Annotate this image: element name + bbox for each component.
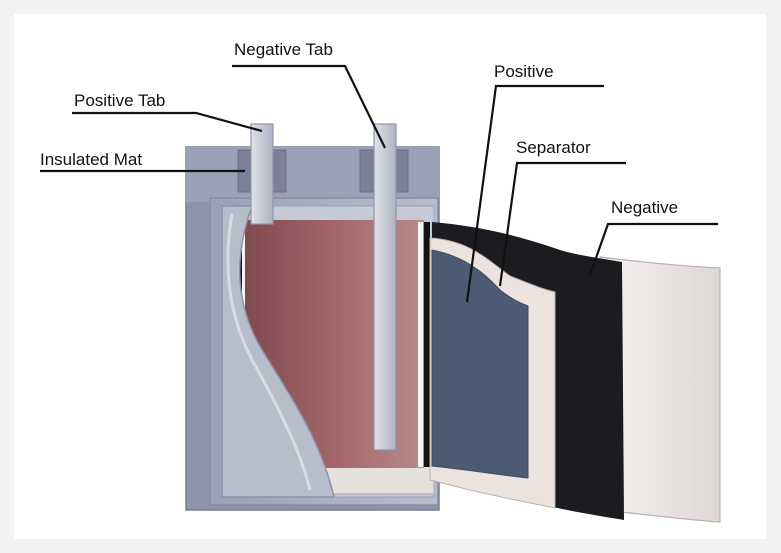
cutaway-panel: [221, 205, 335, 498]
leader-positive-tab: [72, 111, 263, 133]
cutaway-panel-highlight: [226, 213, 312, 491]
label-negative-tab: Negative Tab: [234, 40, 333, 59]
tabs: [250, 123, 397, 451]
labels: Negative Tab Positive Tab Insulated Mat …: [40, 40, 678, 217]
label-separator: Separator: [516, 138, 591, 157]
leader-negative: [588, 222, 718, 276]
positive-sheet: [431, 249, 529, 479]
leader-positive: [465, 84, 604, 303]
core-edge-black-right: [424, 222, 430, 467]
label-positive: Positive: [494, 62, 554, 81]
label-negative: Negative: [611, 198, 678, 217]
outer-sheet: [599, 256, 721, 523]
leader-lines: [40, 64, 718, 303]
leader-separator: [498, 161, 626, 287]
negative-tab: [373, 123, 397, 451]
positive-tab: [250, 123, 274, 225]
label-insulated-mat: Insulated Mat: [40, 150, 142, 169]
leader-negative-tab: [232, 64, 386, 149]
core-edge-white-right: [418, 222, 423, 467]
label-positive-tab: Positive Tab: [74, 91, 165, 110]
electrode-sheets: [429, 222, 721, 523]
electrode-core: [221, 205, 430, 498]
